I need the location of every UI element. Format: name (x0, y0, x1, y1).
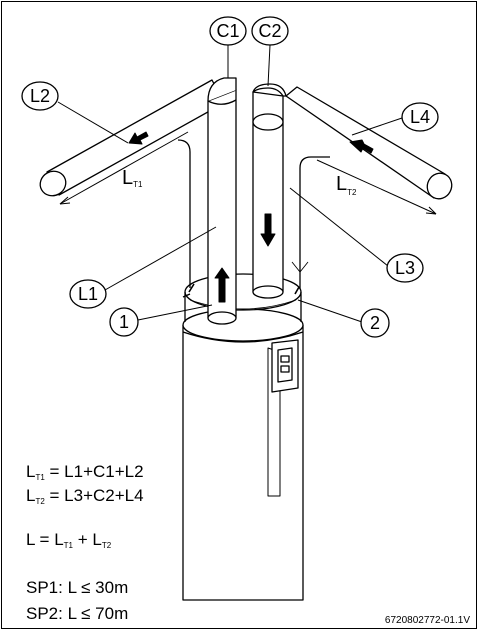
callout-circles (21, 16, 439, 338)
callout-c1-circle (209, 16, 247, 46)
formula-lt2: LT2 = L3+C2+L4 (26, 486, 144, 506)
callout-1-circle (109, 307, 139, 337)
callout-c2-circle (251, 16, 289, 46)
duct-l3-vertical (252, 83, 287, 299)
callout-l1-circle (69, 279, 107, 309)
drawing-code: 6720802772-01.1V (384, 615, 470, 626)
leader-lines (57, 44, 403, 323)
callout-l1: L1 (78, 284, 98, 304)
formula-lt1: LT1 = L1+C1+L2 (26, 462, 144, 482)
formula-sp2: SP2: L ≤ 70m (26, 604, 129, 623)
dim-lt2 (316, 159, 437, 215)
callout-l3: L3 (395, 258, 415, 278)
dim-lt1-label: LT1 (122, 167, 143, 189)
dim-lt2-label: LT2 (336, 173, 357, 197)
formula-total: L = LT1 + LT2 (26, 530, 112, 550)
duct-l4-horizontal (285, 86, 453, 289)
arrow-l4 (349, 139, 374, 154)
callout-l2: L2 (30, 86, 50, 106)
dimension-lines (59, 131, 437, 298)
callout-2: 2 (370, 313, 380, 333)
callout-l2-circle (21, 81, 59, 111)
dim-lt1 (59, 131, 189, 205)
heat-pump-water-heater (182, 273, 304, 601)
arrow-l2 (128, 131, 149, 145)
callout-2-circle (360, 308, 390, 338)
duct-l1-vertical (207, 77, 237, 325)
arrow-l3-down (260, 213, 276, 247)
callout-c2: C2 (258, 21, 281, 41)
arrow-l1-up (214, 267, 230, 303)
callout-l3-circle (386, 253, 424, 283)
callout-1: 1 (119, 312, 129, 332)
flow-arrows (128, 131, 374, 303)
callout-l4: L4 (410, 107, 430, 127)
formula-sp1: SP1: L ≤ 30m (26, 578, 129, 597)
callout-l4-circle (401, 102, 439, 132)
callout-c1: C1 (216, 21, 239, 41)
